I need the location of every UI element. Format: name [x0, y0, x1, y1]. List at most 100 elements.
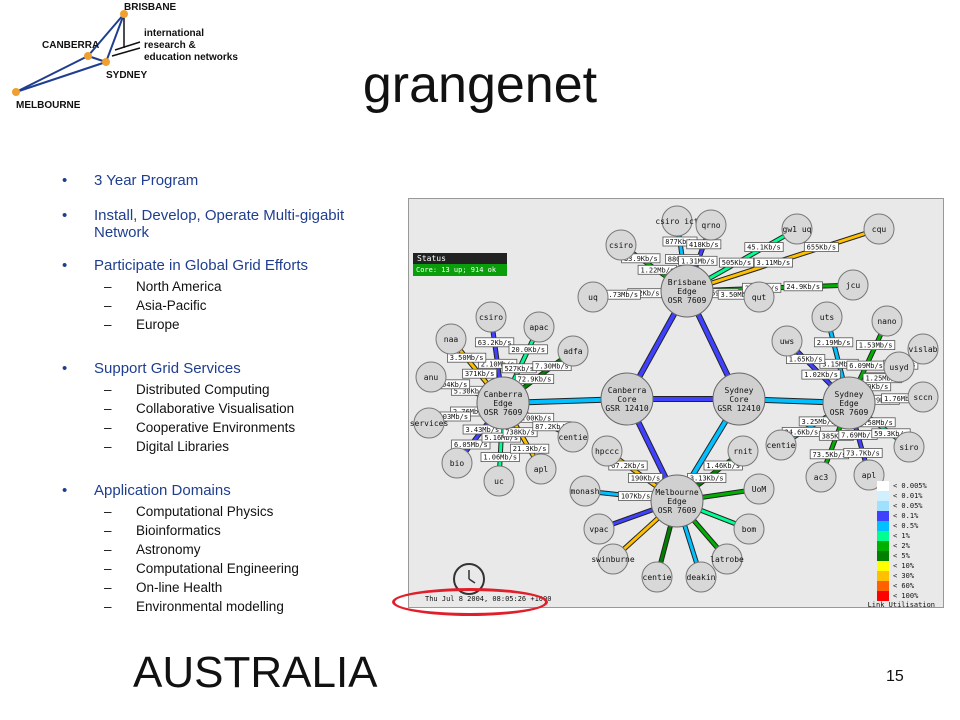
- site-node-circle: [743, 473, 775, 505]
- site-node-circle: [811, 301, 843, 333]
- site-node-label: bom: [742, 525, 757, 534]
- link-rate-label: 45.1Kb/s: [744, 242, 784, 252]
- legend-entry: < 5%: [877, 551, 939, 561]
- site-node-circle: [605, 229, 637, 261]
- site-node-circle: [733, 513, 765, 545]
- core-router-label: Sydney: [725, 386, 754, 395]
- link-rate-text: 1.02Kb/s: [804, 371, 838, 379]
- link-rate-box: [803, 242, 839, 252]
- legend-label: < 0.05%: [893, 502, 923, 510]
- core-router-circle: [712, 372, 766, 426]
- link-rate-label: 527Kb/s: [501, 363, 537, 374]
- site-node: bom: [733, 513, 765, 545]
- link-rate-label: 1.06Mb/s: [480, 452, 520, 463]
- site-node: siro: [893, 431, 925, 463]
- site-node: gw1 uq: [781, 213, 813, 245]
- link-rate-box: [451, 439, 491, 450]
- link-rate-label: 2.19Mb/s: [813, 337, 854, 348]
- bullet-item: Install, Develop, Operate Multi-gigabit …: [62, 207, 382, 241]
- link-rate-text: 2.73Mb/s: [604, 291, 638, 299]
- site-node: uq: [577, 281, 609, 313]
- site-node-label: ac3: [814, 473, 829, 482]
- sub-bullet-item: On-line Health: [62, 578, 382, 597]
- site-node-label: qrno: [701, 221, 720, 230]
- site-node-label: adfa: [563, 347, 582, 356]
- link-rate-box: [813, 337, 854, 348]
- link-rate-text: 59.3Kb/s: [874, 430, 908, 438]
- link-rate-text: 3.50Mb/s: [721, 291, 755, 299]
- site-node-circle: [557, 421, 589, 453]
- legend-swatch: [877, 571, 889, 581]
- logo-tagline-line: research &: [144, 40, 196, 51]
- link-rate-text: 1.65Kb/s: [789, 356, 823, 364]
- link-rate-text: 655Kb/s: [807, 244, 837, 252]
- link-rate-text: 20.0Kb/s: [511, 346, 545, 354]
- site-node-circle: [685, 561, 717, 593]
- site-node-label: uc: [494, 477, 504, 486]
- site-node: naa: [435, 323, 467, 355]
- core-router-label: Edge: [667, 497, 686, 506]
- legend-swatch: [877, 591, 889, 601]
- site-node-label: jcu: [846, 281, 861, 290]
- link-rate-label: 1.31Mb/s: [678, 255, 718, 266]
- link-rate-label: 371Kb/s: [462, 368, 498, 379]
- sub-bullet-item: Bioinformatics: [62, 521, 382, 540]
- link-rate-box: [843, 447, 883, 458]
- core-router-label: Sydney: [835, 390, 864, 399]
- link-rate-text: 87.2Kb/s: [535, 423, 569, 431]
- link-rate-text: 73.7Kb/s: [846, 449, 880, 457]
- bullet-item: Participate in Global Grid Efforts: [62, 257, 382, 274]
- status-title: Status: [413, 253, 507, 264]
- link-rate-text: 24.6Kb/s: [785, 428, 819, 436]
- link-rate-text: 6.09Mb/s: [849, 362, 883, 370]
- site-node: adfa: [557, 335, 589, 367]
- link-rate-label: 190Kb/s: [628, 473, 663, 483]
- sub-bullet-list: North AmericaAsia-PacificEurope: [62, 277, 382, 334]
- status-text: Core: 13 up; 914 ok: [413, 264, 507, 276]
- site-node-circle: [641, 561, 673, 593]
- link-rate-box: [510, 443, 550, 454]
- site-node-circle: [743, 281, 775, 313]
- core-router-label: OSR 7609: [668, 296, 707, 305]
- bullet-section: 3 Year Program: [62, 172, 382, 189]
- legend-swatch: [877, 531, 889, 541]
- logo-tagline-line: international: [144, 28, 205, 39]
- site-node-label: siro: [899, 443, 918, 452]
- link-rate-box: [480, 452, 520, 463]
- legend-swatch: [877, 511, 889, 521]
- bullet-section: Support Grid ServicesDistributed Computi…: [62, 360, 382, 456]
- site-node-label: vislab: [909, 345, 938, 354]
- legend-entry: < 1%: [877, 531, 939, 541]
- site-node: centie: [765, 429, 797, 461]
- site-node-circle: [483, 465, 515, 497]
- link-rate-text: 1.06Mb/s: [483, 454, 517, 462]
- site-node-label: centie: [559, 433, 588, 442]
- core-router-label: Canberra: [484, 390, 523, 399]
- link-rate-label: 418Kb/s: [686, 239, 722, 250]
- core-router-circle: [476, 376, 530, 430]
- link-rate-text: 73.5Kb/s: [813, 451, 847, 459]
- site-node: anu: [415, 361, 447, 393]
- link-rate-box: [678, 255, 718, 266]
- core-router-label: Edge: [839, 399, 858, 408]
- link-rate-text: 3.25Mb/s: [802, 418, 836, 426]
- link-rate-text: 1.25Mb/s: [865, 375, 899, 383]
- site-node-circle: [727, 435, 759, 467]
- legend-swatch: [877, 541, 889, 551]
- legend-entry: < 0.5%: [877, 521, 939, 531]
- site-node-label: anu: [424, 373, 439, 382]
- sub-bullet-item: Digital Libraries: [62, 437, 382, 456]
- legend-entry: < 100%: [877, 591, 939, 601]
- sub-bullet-item: Computational Engineering: [62, 559, 382, 578]
- site-node-circle: [435, 323, 467, 355]
- link-rate-box: [481, 432, 521, 443]
- site-node: cqu: [863, 213, 895, 245]
- logo-city-sydney: SYDNEY: [106, 70, 148, 81]
- link-rate-text: 904Kb/s: [438, 381, 468, 389]
- link-rate-label: 738Kb/s: [502, 427, 538, 438]
- logo-tagline: international research & education netwo…: [144, 28, 238, 64]
- core-router-circle: [600, 372, 654, 426]
- site-node-circle: [415, 361, 447, 393]
